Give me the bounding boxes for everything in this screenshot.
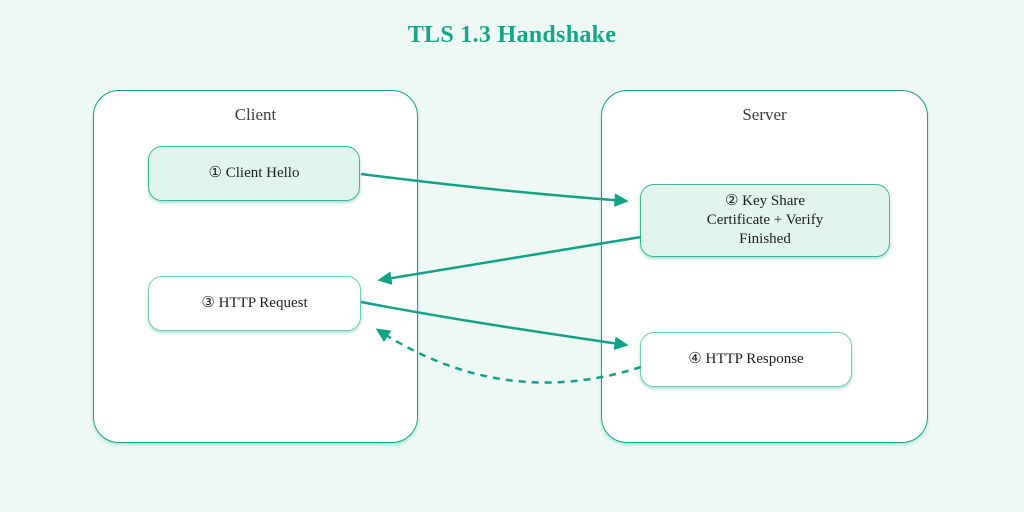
panel-server-label: Server: [742, 105, 787, 124]
node-key-share-line-3: Finished: [739, 230, 791, 247]
node-key-share-line-2: Certificate + Verify: [706, 212, 824, 229]
node-http-response-label: ④ HTTP Response: [688, 351, 804, 368]
node-key-share-label: ② Key Share Certificate + Verify Finishe…: [707, 192, 823, 248]
node-client-hello: ① Client Hello: [148, 146, 360, 201]
node-http-request: ③ HTTP Request: [148, 276, 361, 331]
panel-server: Server: [601, 90, 928, 443]
node-key-share: ② Key Share Certificate + Verify Finishe…: [640, 184, 890, 257]
node-client-hello-label: ① Client Hello: [208, 165, 300, 182]
node-http-response: ④ HTTP Response: [640, 332, 852, 387]
node-key-share-line-1: ② Key Share: [724, 193, 806, 210]
diagram-title: TLS 1.3 Handshake: [407, 22, 617, 48]
panel-client-label: Client: [234, 105, 277, 124]
node-http-request-label: ③ HTTP Request: [201, 295, 308, 312]
panel-client: Client: [93, 90, 418, 443]
